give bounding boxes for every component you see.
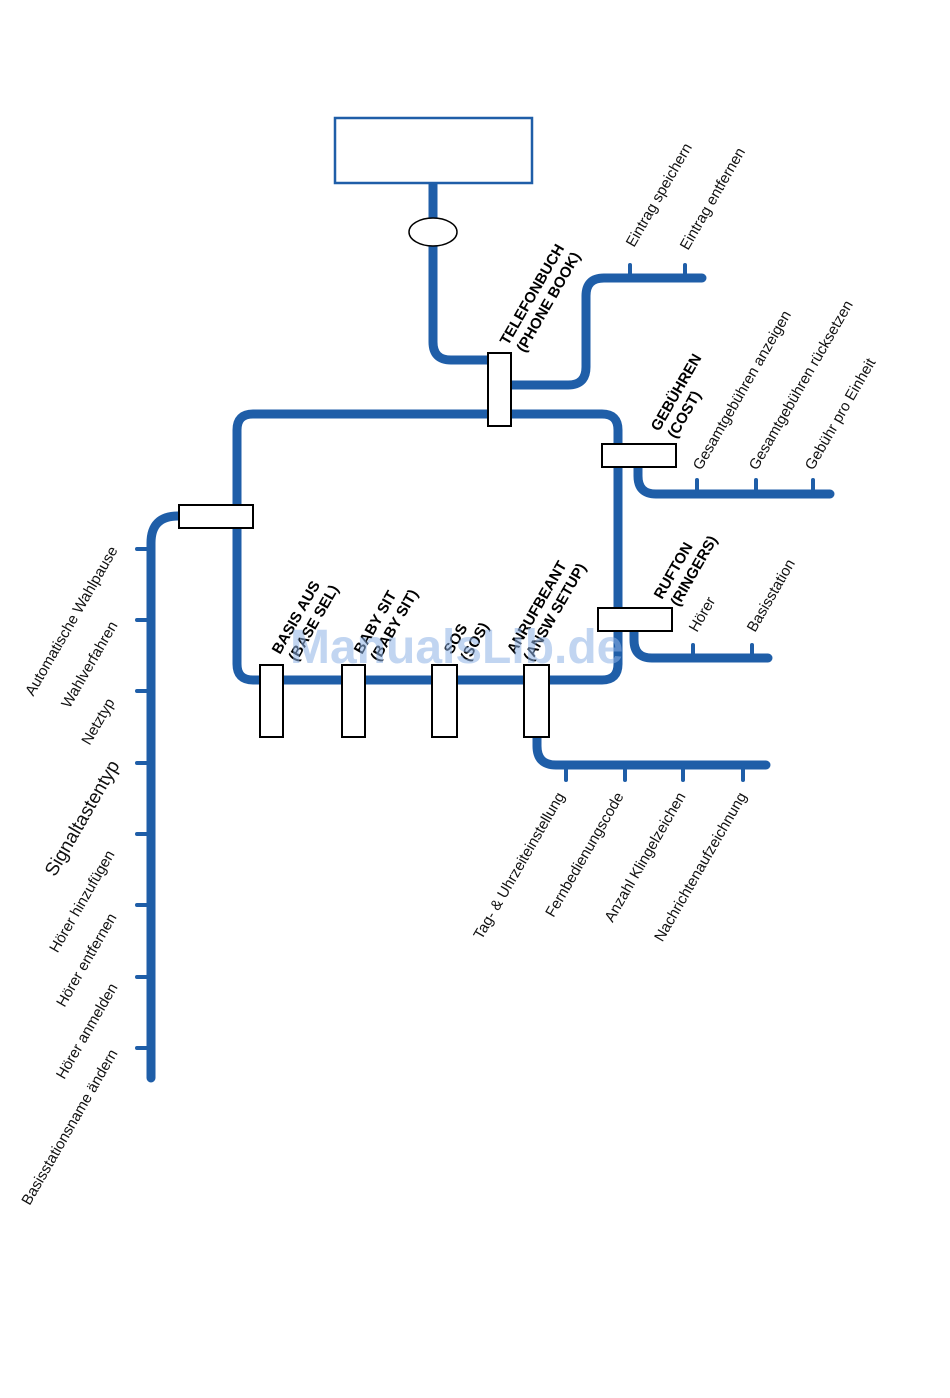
cost-item-1: Gesamtgebühren anzeigen [690, 308, 795, 473]
main-loop-line [232, 409, 623, 685]
setup-station [178, 504, 254, 529]
phone-book-title: TELEFONBUCH (PHONE BOOK) [497, 241, 585, 355]
ringers-station [597, 607, 673, 632]
route-lines [146, 179, 835, 1083]
cost-station [601, 443, 677, 468]
base-sel-station [259, 664, 284, 738]
setup-line [146, 511, 242, 1083]
phone-book-station [487, 352, 512, 427]
start-oval [408, 217, 458, 247]
cost-line [633, 451, 835, 499]
answ-item-1: Tag- & Uhrzeiteinstellung [470, 790, 568, 943]
ringer-item-1: Hörer [686, 594, 719, 635]
answ-setup-station [523, 664, 550, 738]
display-box [333, 116, 534, 185]
ringers-line [629, 615, 773, 663]
cost-item-2: Gesamtgebühren rücksetzen [746, 298, 857, 473]
watermark: ManualsLib.de [290, 621, 623, 674]
baby-sit-station [341, 664, 366, 738]
ringer-item-2: Basisstation [744, 556, 799, 635]
trunk-line [428, 179, 505, 365]
tick-marks [135, 263, 815, 1050]
phone-book-line [495, 273, 707, 390]
setup-item-3: Netztyp [78, 696, 118, 749]
sos-station [431, 664, 458, 738]
answ-line [532, 695, 771, 770]
